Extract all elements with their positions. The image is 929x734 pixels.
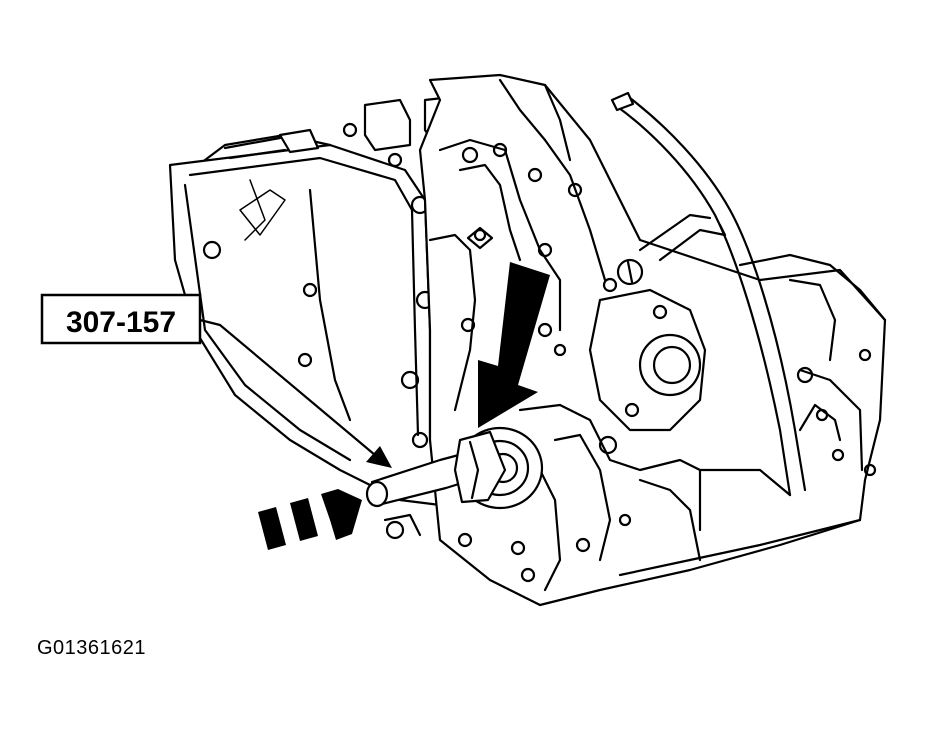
callout-leader-arrowhead — [366, 446, 392, 468]
tool-number-label: 307-157 — [66, 306, 176, 339]
transaxle-assembly-illustration — [168, 73, 887, 607]
black-arrow-pointing-down-icon — [478, 262, 550, 428]
callout-leader-line — [198, 318, 377, 457]
figure-id: G01361621 — [37, 637, 147, 659]
dashed-arrow-pointing-right-icon — [258, 489, 362, 550]
callout-box — [40, 293, 202, 345]
tool-callout: 307-157 — [40, 293, 392, 468]
